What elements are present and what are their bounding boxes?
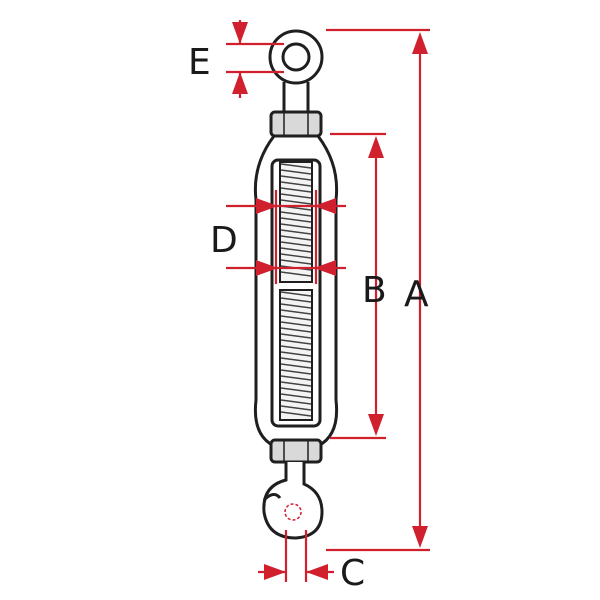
thread-line [280,315,312,321]
label-a: A [404,274,429,315]
thread-line [280,339,312,345]
label-e: E [188,42,211,83]
thread-line [280,357,312,363]
thread-line [280,345,312,351]
top-nut [269,110,323,138]
thread-line [280,229,312,235]
label-c: C [340,553,365,594]
thread-line [280,405,312,411]
thread-line [280,303,312,309]
bottom-nut [269,438,323,464]
thread-line [280,291,312,297]
thread-line [280,393,312,399]
thread-line [280,175,312,181]
thread-line [280,363,312,369]
thread-line [280,399,312,405]
thread-line [280,193,312,199]
thread-line [280,199,312,205]
thread-line [280,217,312,223]
upper-threaded-rod [279,161,313,283]
thread-line [280,387,312,393]
thread-line [280,247,312,253]
label-b: B [362,270,387,311]
dimension-d: D [210,190,346,284]
thread-line [280,369,312,375]
thread-line [280,211,312,217]
thread-line [280,235,312,241]
thread-line [280,309,312,315]
thread-line [280,187,312,193]
dimension-a: A [326,28,430,552]
thread-line [280,411,312,417]
thread-line [280,333,312,339]
thread-line [280,169,312,175]
thread-line [280,375,312,381]
thread-line [280,163,312,169]
thread-line [280,321,312,327]
hook-end [262,462,324,540]
thread-line [280,259,312,265]
dimension-c: C [258,530,365,594]
lower-threaded-rod [279,289,313,421]
thread-line [280,223,312,229]
dimension-b: B [330,132,387,440]
thread-line [280,253,312,259]
thread-line [280,181,312,187]
thread-line [280,327,312,333]
thread-line [280,241,312,247]
thread-line [280,381,312,387]
label-d: D [210,220,238,261]
thread-line [280,297,312,303]
thread-line [280,271,312,277]
dimension-e: E [188,20,284,98]
thread-line [280,351,312,357]
